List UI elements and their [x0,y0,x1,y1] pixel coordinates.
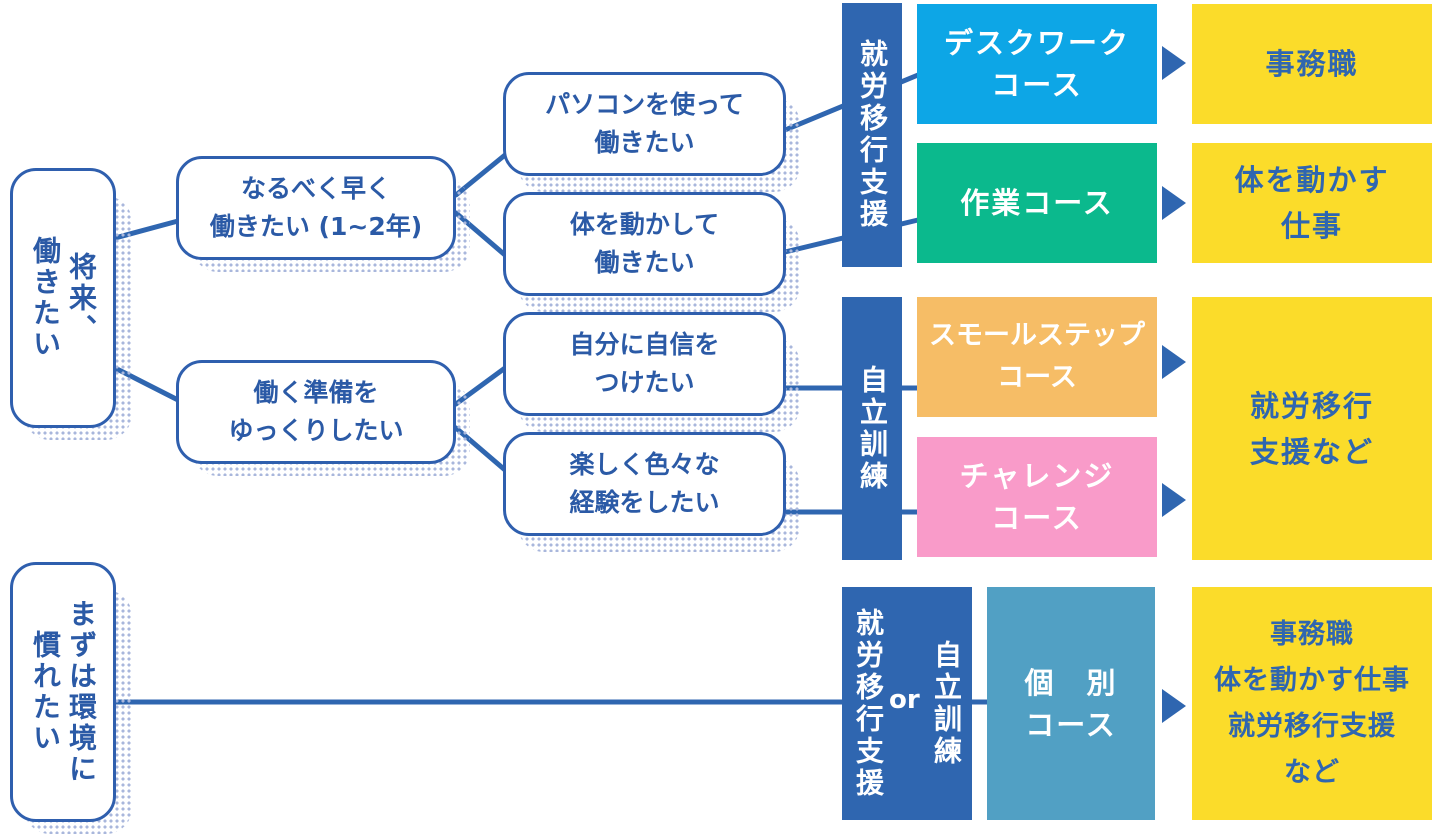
option-label: 体を動かして 働きたい [569,210,720,277]
start-box-get-used-to-environment: まずは環境に 慣れたい [10,562,116,822]
result-label: 事務職 [1265,47,1359,81]
option-prepare-slowly: 働く準備を ゆっくりしたい [176,360,456,464]
result-label: 事務職 体を動かす仕事 就労移行支援 など [1214,618,1410,788]
arrow-icon [1162,186,1186,220]
course-label: スモールステップ コース [929,320,1145,393]
program-label: 自立訓練 [856,364,889,493]
arrow-icon [1162,483,1186,517]
arrow-icon [1162,689,1186,723]
program-label: 就労移行支援 [852,607,885,800]
course-label: デスクワーク コース [943,26,1130,102]
arrow-icon [1162,46,1186,80]
or-label: or [889,685,920,715]
course-small-step: スモールステップ コース [917,297,1157,417]
option-label: 自分に自信を つけたい [569,330,720,397]
option-label: なるべく早く 働きたい (1~2年) [209,174,423,241]
program-independence-training: 自立訓練 [842,297,902,560]
option-label: パソコンを使って 働きたい [545,90,744,157]
start-box-future-work: 将来、 働きたい [10,168,116,428]
result-various: 事務職 体を動かす仕事 就労移行支援 など [1192,587,1432,820]
option-use-computer: パソコンを使って 働きたい [503,72,786,176]
course-label: 個 別 コース [1024,665,1118,742]
result-physical-work: 体を動かす 仕事 [1192,143,1432,263]
start-box-label: 将来、 働きたい [29,236,98,360]
program-employment-support: 就労移行支援 [842,3,902,267]
option-physical-work: 体を動かして 働きたい [503,192,786,296]
option-various-experiences: 楽しく色々な 経験をしたい [503,432,786,536]
option-label: 楽しく色々な 経験をしたい [569,450,720,517]
start-box-label: まずは環境に 慣れたい [29,599,98,785]
option-label: 働く準備を ゆっくりしたい [228,378,404,445]
program-label: 就労移行支援 [856,39,889,231]
option-work-soon: なるべく早く 働きたい (1~2年) [176,156,456,260]
program-label: 自立訓練 [930,639,963,768]
program-combined: 就労移行支援 自立訓練 [842,587,972,820]
result-label: 就労移行 支援など [1249,388,1374,469]
result-label: 体を動かす 仕事 [1234,163,1390,243]
arrow-icon [1162,345,1186,379]
result-office-work: 事務職 [1192,4,1432,124]
course-challenge: チャレンジ コース [917,437,1157,557]
result-employment-support-etc: 就労移行 支援など [1192,297,1432,560]
option-build-confidence: 自分に自信を つけたい [503,312,786,416]
course-deskwork: デスクワーク コース [917,4,1157,124]
course-label: チャレンジ コース [959,459,1115,535]
course-individual: 個 別 コース [987,587,1155,820]
course-work: 作業コース [917,143,1157,263]
course-label: 作業コース [960,186,1114,220]
